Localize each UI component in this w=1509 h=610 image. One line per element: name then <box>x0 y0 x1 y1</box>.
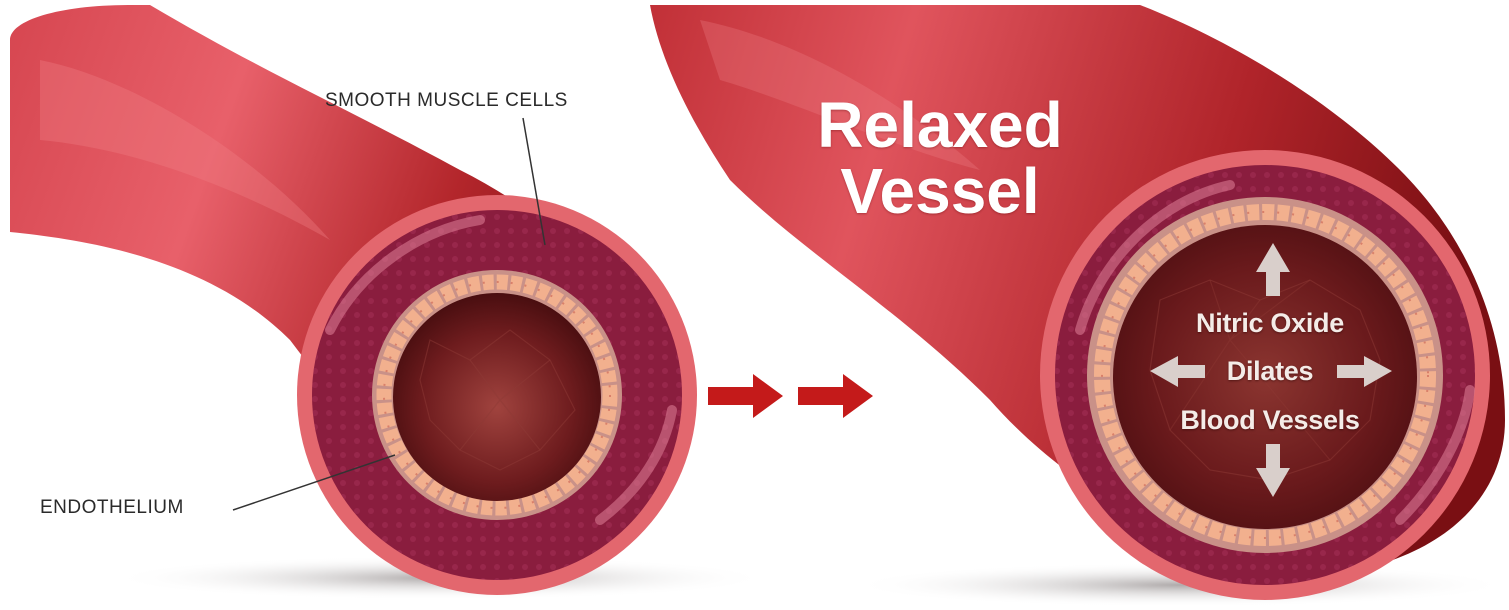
red-arrow-2 <box>798 374 873 418</box>
title-line-1: Relaxed <box>800 92 1080 158</box>
lumen-text-line-1: Nitric Oxide <box>1170 308 1370 339</box>
red-arrow-1 <box>708 374 783 418</box>
smooth-muscle-cells-label: SMOOTH MUSCLE CELLS <box>325 90 568 112</box>
title-line-2: Vessel <box>800 158 1080 224</box>
relaxed-vessel-title: Relaxed Vessel <box>800 92 1080 224</box>
left-vessel-cross-section <box>297 195 697 595</box>
lumen-text-line-3: Blood Vessels <box>1160 405 1380 436</box>
endothelium-label: ENDOTHELIUM <box>40 497 184 519</box>
lumen-text-line-2: Dilates <box>1200 356 1340 387</box>
